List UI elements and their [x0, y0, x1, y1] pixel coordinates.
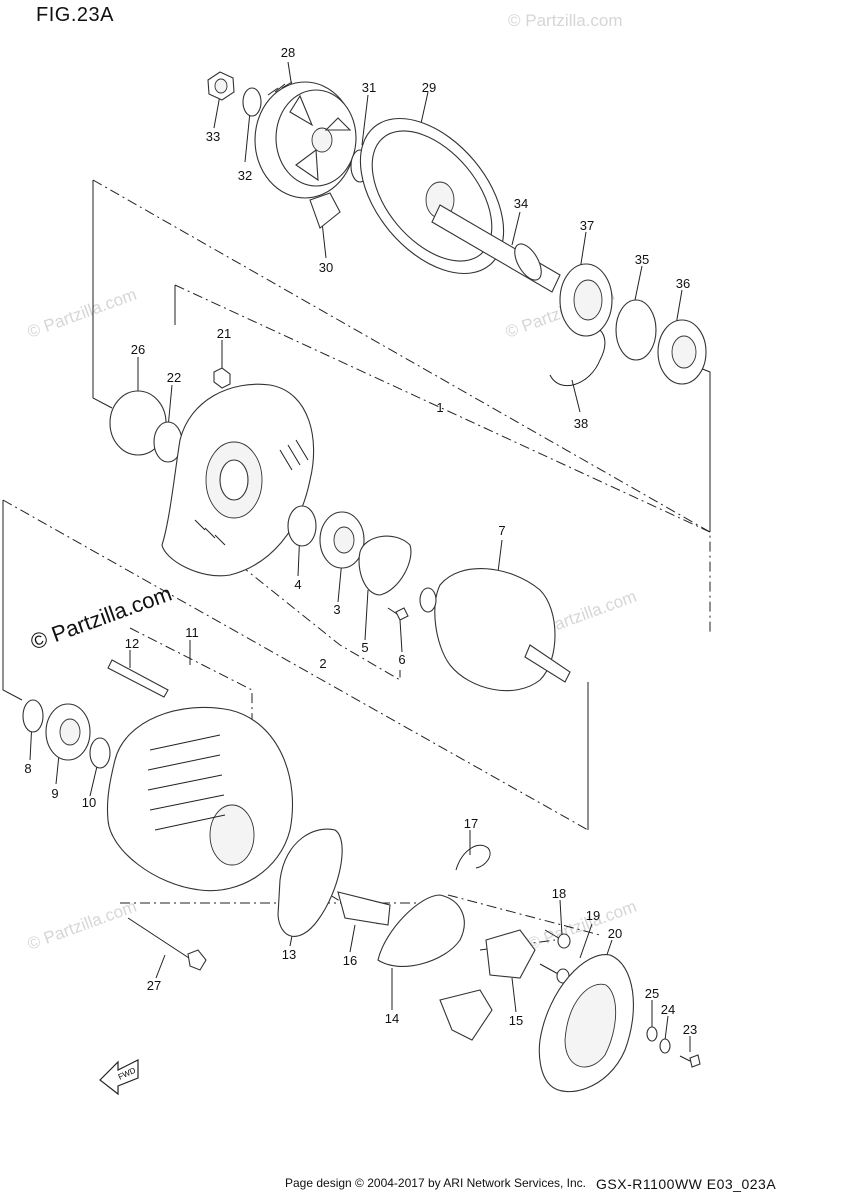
callout-label: 32 [238, 168, 252, 183]
plate-14 [377, 894, 465, 967]
screw-23 [679, 1054, 701, 1068]
callout-label: 35 [635, 252, 649, 267]
callout-label: 16 [343, 953, 357, 968]
driven-gear-29 [359, 117, 505, 275]
regulator-15 [439, 929, 536, 1041]
callout-label: 38 [574, 416, 588, 431]
screw-19 [539, 963, 570, 984]
bearing-9 [45, 703, 91, 761]
washer-8 [22, 699, 44, 733]
callout-label: 29 [422, 80, 436, 95]
callout-label: 9 [51, 786, 58, 801]
rear-housing-11 [106, 706, 294, 892]
brush-holder-16 [337, 891, 391, 926]
callout-label: 13 [282, 947, 296, 962]
callout-label: 37 [580, 218, 594, 233]
nut-33 [207, 71, 235, 101]
nut-21 [213, 367, 231, 389]
ring-10 [89, 737, 111, 769]
callout-label: 3 [333, 602, 340, 617]
callout-label: 14 [385, 1011, 399, 1026]
callout-label: 2 [319, 656, 326, 671]
callout-label: 31 [362, 80, 376, 95]
circlip-38 [549, 329, 606, 387]
front-housing [161, 383, 315, 577]
callout-label: 12 [125, 636, 139, 651]
callout-label: 11 [185, 625, 199, 640]
washer-25 [646, 1026, 658, 1042]
callout-labels: 1 2 3 4 5 6 7 8 9 10 11 12 13 14 15 16 1… [24, 45, 697, 1037]
callout-label: 10 [82, 795, 96, 810]
callout-label: 18 [552, 886, 566, 901]
callout-label: 1 [436, 400, 443, 415]
bearing-37 [559, 263, 613, 337]
callout-label: 23 [683, 1022, 697, 1037]
footer-credit: Page design © 2004-2017 by ARI Network S… [285, 1176, 587, 1190]
watermark-main: © Partzilla.com [27, 581, 175, 655]
callout-label: 17 [464, 816, 478, 831]
bolt-27 [127, 917, 207, 971]
watermark-text: © Partzilla.com [508, 11, 623, 30]
cover-13 [277, 828, 343, 937]
watermark-text: © Partzilla.com [25, 285, 139, 342]
callout-label: 25 [645, 986, 659, 1001]
spacer-4 [287, 505, 317, 547]
callout-label: 4 [294, 577, 301, 592]
callout-label: 27 [147, 978, 161, 993]
callout-label: 33 [206, 129, 220, 144]
damper-rubber-30 [309, 192, 341, 229]
callout-label: 6 [398, 652, 405, 667]
forward-arrow-icon: FWD [99, 1059, 139, 1096]
figure-title: FIG.23A [36, 4, 114, 26]
callout-label: 30 [319, 260, 333, 275]
callout-label: 20 [608, 926, 622, 941]
callout-label: 19 [586, 908, 600, 923]
callout-label: 24 [661, 1002, 675, 1017]
callout-label: 26 [131, 342, 145, 357]
callout-label: 28 [281, 45, 295, 60]
end-cover-20 [538, 954, 634, 1093]
washer-32 [242, 87, 262, 117]
watermark-text: © Partzilla.com [25, 897, 139, 954]
retainer-5 [358, 535, 412, 596]
screw-6 [387, 607, 409, 621]
callout-label: 15 [509, 1013, 523, 1028]
shaft-34 [431, 204, 561, 293]
callout-label: 22 [167, 370, 181, 385]
rotor-7 [419, 568, 571, 692]
damper-hub-28 [254, 81, 357, 199]
tube-17 [455, 844, 491, 871]
callout-label: 5 [361, 640, 368, 655]
bolt-18 [544, 929, 571, 949]
stud-12 [107, 659, 169, 698]
washer-24 [659, 1038, 671, 1054]
callout-label: 21 [217, 326, 231, 341]
bearing-36 [657, 319, 707, 385]
sleeve-35 [615, 299, 657, 361]
callout-label: 8 [24, 761, 31, 776]
callout-label: 36 [676, 276, 690, 291]
bearing-3 [319, 511, 365, 569]
callout-label: 7 [498, 523, 505, 538]
footer-figure-code: GSX-R1100WW E03_023A [596, 1176, 777, 1192]
callout-label: 34 [514, 196, 528, 211]
